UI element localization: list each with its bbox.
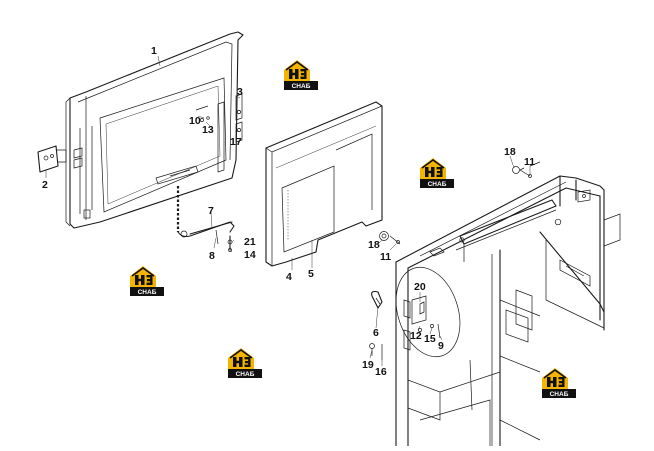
fasteners-19-16 bbox=[369, 343, 383, 360]
callout-4: 4 bbox=[286, 271, 292, 283]
callout-labels: 1 2 3 4 5 6 7 8 9 10 11 11 12 13 14 15 1… bbox=[42, 45, 535, 378]
callout-18-upper: 18 bbox=[504, 146, 516, 158]
svg-text:СНАБ: СНАБ bbox=[292, 83, 311, 90]
callout-18-lower: 18 bbox=[368, 239, 380, 251]
watermark-logo: СНАБ bbox=[283, 59, 319, 91]
callout-14: 14 bbox=[244, 249, 256, 261]
svg-text:СНАБ: СНАБ bbox=[428, 181, 447, 188]
callout-15: 15 bbox=[424, 333, 436, 345]
callout-8: 8 bbox=[209, 250, 215, 262]
latch-6 bbox=[371, 290, 383, 309]
svg-text:СНАБ: СНАБ bbox=[236, 371, 255, 378]
grommet-18-upper bbox=[512, 166, 532, 178]
svg-text:СНАБ: СНАБ bbox=[550, 391, 569, 398]
watermark-logo: СНАБ bbox=[541, 367, 577, 399]
side-panel-4 bbox=[265, 101, 383, 267]
callout-2: 2 bbox=[42, 179, 48, 191]
callout-21: 21 bbox=[244, 236, 256, 248]
hinge-bracket-2 bbox=[37, 145, 67, 173]
watermark-logo: СНАБ bbox=[129, 265, 165, 297]
machine-frame bbox=[395, 161, 621, 447]
callout-11-upper: 11 bbox=[524, 156, 535, 168]
door-panel-1 bbox=[65, 31, 244, 229]
callout-5: 5 bbox=[308, 268, 314, 280]
callout-16: 16 bbox=[375, 366, 387, 378]
callout-12: 12 bbox=[410, 330, 422, 342]
grommet-18-lower bbox=[379, 231, 401, 245]
callout-17: 17 bbox=[230, 136, 242, 148]
callout-3: 3 bbox=[237, 86, 243, 98]
callout-20: 20 bbox=[414, 281, 426, 293]
watermark-logo: СНАБ bbox=[419, 157, 455, 189]
leader-lines bbox=[45, 55, 531, 366]
callout-11-lower: 11 bbox=[380, 251, 391, 263]
callout-1: 1 bbox=[151, 45, 157, 57]
lock-rod-assembly bbox=[176, 186, 235, 252]
callout-13: 13 bbox=[202, 124, 214, 136]
svg-text:СНАБ: СНАБ bbox=[138, 289, 157, 296]
watermark-logo: СНАБ bbox=[227, 347, 263, 379]
callout-10: 10 bbox=[189, 115, 201, 127]
detail-oval bbox=[395, 266, 461, 358]
callout-7: 7 bbox=[208, 205, 214, 217]
callout-9: 9 bbox=[438, 340, 444, 352]
callout-6: 6 bbox=[373, 327, 379, 339]
callout-19: 19 bbox=[362, 359, 374, 371]
